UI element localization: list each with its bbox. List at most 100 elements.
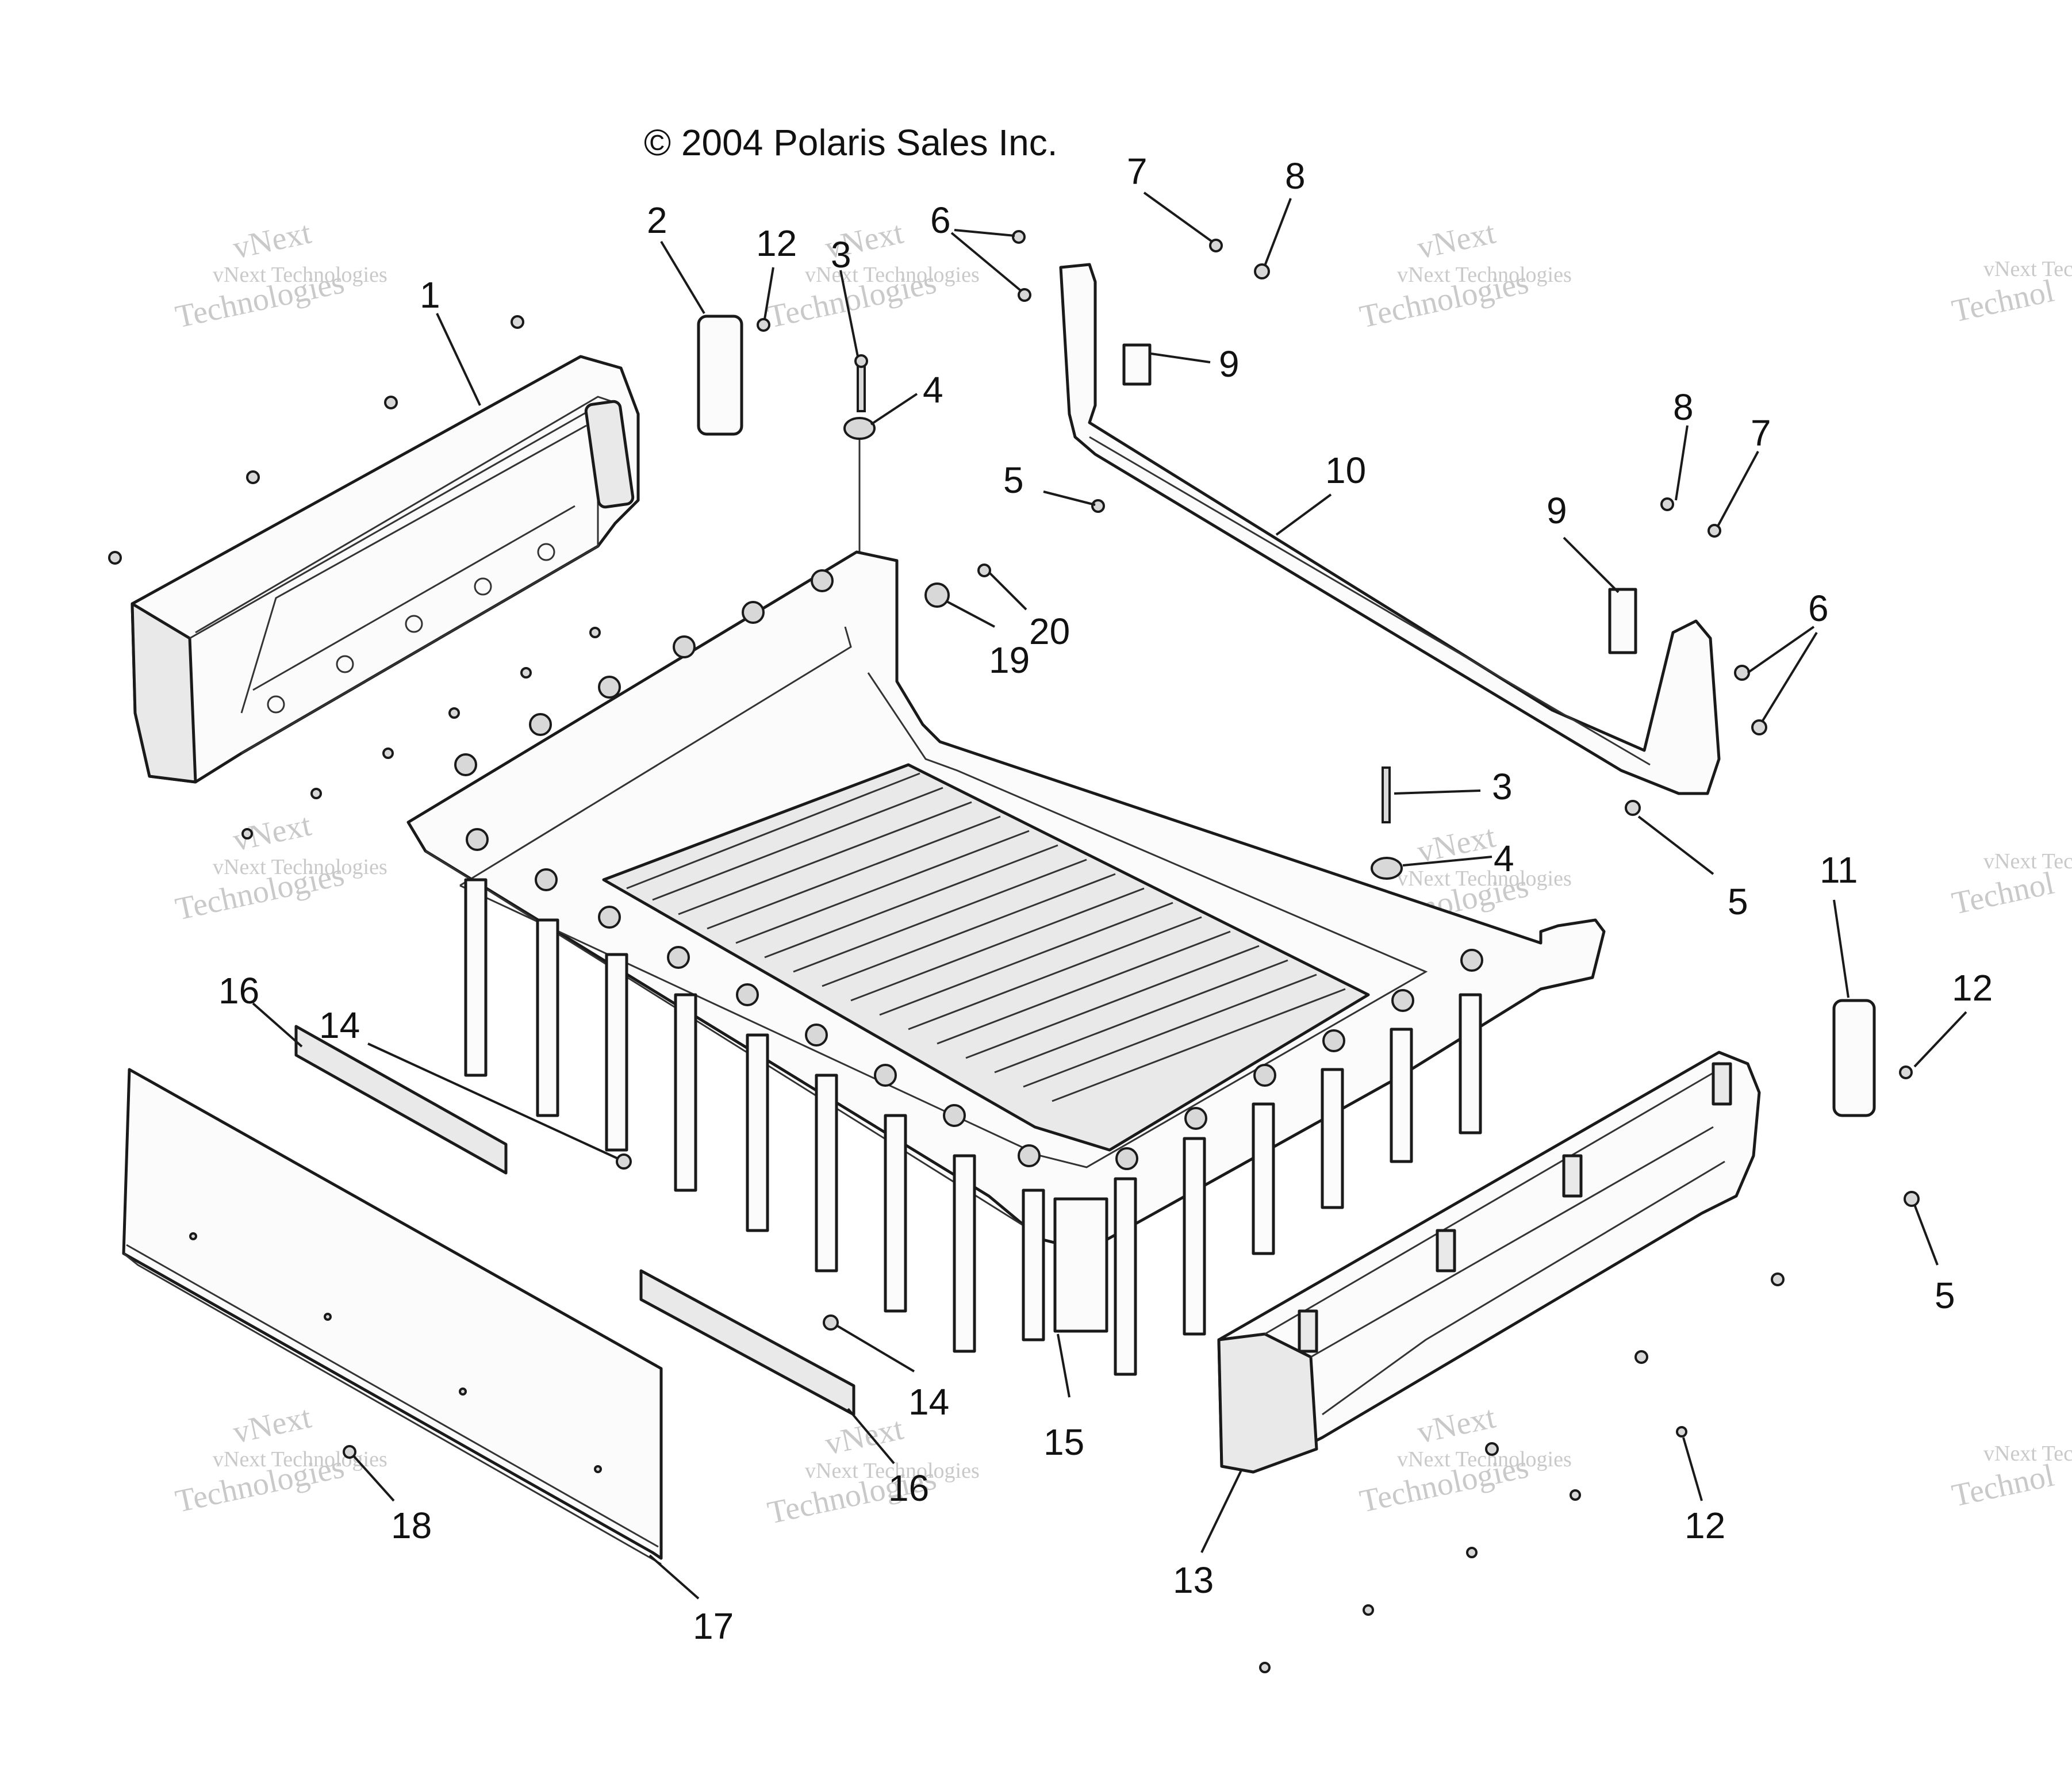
watermark: vNext Technologies vNext Technologies xyxy=(765,215,980,335)
callout-12: 12 xyxy=(756,223,797,264)
part-2-end-cap xyxy=(697,315,743,436)
part-13-right-side-panel xyxy=(1217,1051,1761,1474)
callout-16: 16 xyxy=(888,1467,929,1509)
watermark-text: Technol xyxy=(1949,865,2058,922)
fastener-part-5-right xyxy=(1625,800,1641,816)
part-16-strip-upper xyxy=(294,1025,508,1175)
watermark-text: vNext Technologies xyxy=(213,1447,387,1471)
fastener-part-14-upper xyxy=(616,1153,632,1170)
fastener-part-18 xyxy=(343,1445,356,1459)
watermark: vNext Technologies vNext Technologies xyxy=(172,215,387,335)
callout-1: 1 xyxy=(420,274,440,316)
callout-2: 2 xyxy=(647,200,667,241)
watermark-text: vNext xyxy=(230,1400,314,1451)
watermark-text: vNext Technologies xyxy=(1397,263,1572,287)
part-10-rear-frame xyxy=(1059,263,1721,795)
callout-18: 18 xyxy=(391,1505,432,1546)
callout-19: 19 xyxy=(989,639,1030,681)
callout-15: 15 xyxy=(1043,1421,1084,1463)
copyright-notice: © 2004 Polaris Sales Inc. xyxy=(644,122,1058,163)
part-20-bolt xyxy=(977,564,991,577)
fastener-part-6-top-b xyxy=(1018,288,1031,302)
fastener-part-3-right xyxy=(1382,766,1391,823)
callout-7: 7 xyxy=(1127,151,1148,192)
watermark-text: vNext xyxy=(1414,1400,1499,1451)
watermark: vNext Technologies vNext Technologies xyxy=(1357,215,1572,335)
callout-13: 13 xyxy=(1173,1559,1214,1601)
watermark: vNext Tec Technol xyxy=(1949,849,2072,922)
part-11-end-cap xyxy=(1832,999,1876,1117)
callout-5: 5 xyxy=(1935,1275,1955,1316)
fastener-part-14-lower xyxy=(823,1314,839,1331)
fastener-part-6-right-a xyxy=(1734,665,1750,681)
fastener-part-4-right xyxy=(1371,857,1403,880)
callout-14: 14 xyxy=(908,1381,949,1423)
callout-labels: 1 2 12 3 4 6 7 8 9 5 10 8 7 9 6 20 19 3 … xyxy=(218,151,1993,1647)
fastener-part-4-upper xyxy=(843,417,876,440)
watermark-text: vNext xyxy=(1414,215,1499,266)
box-supports xyxy=(464,878,1482,1376)
callout-5: 5 xyxy=(1003,459,1024,501)
fastener-part-6-top-a xyxy=(1012,230,1026,244)
leader-lines xyxy=(252,191,1967,1600)
watermark-text: vNext xyxy=(822,1411,907,1462)
callout-4: 4 xyxy=(923,369,943,411)
fastener-part-5-lower xyxy=(1904,1191,1920,1207)
rim-pockets xyxy=(454,569,1483,1170)
watermark: vNext Technologies vNext Technologies xyxy=(1357,1400,1572,1520)
fastener-part-8-right xyxy=(1660,497,1674,511)
watermark-text: vNext Technologies xyxy=(805,263,980,287)
callout-5: 5 xyxy=(1728,881,1748,922)
watermark-text: vNext Tec xyxy=(1983,1442,2072,1466)
callout-11: 11 xyxy=(1820,849,1858,891)
watermark-text: vNext Tec xyxy=(1983,257,2072,281)
callout-3: 3 xyxy=(831,234,851,275)
fastener-part-8-top xyxy=(1254,263,1270,279)
callout-10: 10 xyxy=(1325,450,1366,491)
fastener-part-5-top xyxy=(1091,499,1105,513)
watermark-text: Technol xyxy=(1949,1458,2058,1514)
part-9-bracket-right xyxy=(1608,588,1637,654)
fastener-group-left-screws xyxy=(108,315,601,840)
watermark-text: vNext Technologies xyxy=(213,855,387,879)
fastener-part-7-top xyxy=(1209,239,1223,252)
callout-9: 9 xyxy=(1219,343,1240,385)
watermark-text: vNext Technologies xyxy=(1397,1447,1572,1471)
watermark: vNext Technologies vNext Technologies xyxy=(172,807,387,927)
fastener-group-right-screws xyxy=(1259,1272,1785,1673)
callout-6: 6 xyxy=(1808,588,1829,629)
part-19-spacer xyxy=(924,582,950,608)
watermark-text: vNext xyxy=(230,215,314,266)
fastener-part-12-top xyxy=(757,318,770,332)
callout-16: 16 xyxy=(218,970,259,1011)
callout-3: 3 xyxy=(1492,766,1513,807)
part-1-left-side-panel xyxy=(131,355,640,784)
callout-7: 7 xyxy=(1751,412,1771,454)
watermark-text: vNext Technologies xyxy=(213,263,387,287)
fastener-part-6-right-b xyxy=(1751,719,1767,735)
callout-8: 8 xyxy=(1285,155,1306,197)
callout-12: 12 xyxy=(1685,1505,1725,1546)
callout-12: 12 xyxy=(1952,967,1993,1009)
watermark: vNext Tec Technol xyxy=(1949,257,2072,329)
fastener-part-7-right xyxy=(1708,524,1721,538)
callout-14: 14 xyxy=(319,1005,360,1046)
watermark-text: Technol xyxy=(1949,273,2058,329)
watermark: vNext Technologies vNext Technologies xyxy=(765,1411,980,1531)
fastener-part-3-upper xyxy=(854,354,868,412)
watermark: vNext Technologies vNext Technologies xyxy=(172,1400,387,1520)
callout-6: 6 xyxy=(930,200,951,241)
callout-20: 20 xyxy=(1029,611,1070,652)
part-15-cargo-box xyxy=(406,550,1606,1376)
part-17-tailgate xyxy=(122,1068,663,1565)
callout-9: 9 xyxy=(1547,490,1567,531)
watermark-text: vNext Tec xyxy=(1983,849,2072,873)
bed-ribs xyxy=(626,772,1346,1102)
watermark-text: vNext Technologies xyxy=(1397,867,1572,891)
part-16-strip-lower xyxy=(639,1269,855,1416)
callout-8: 8 xyxy=(1673,386,1694,428)
fastener-part-12-right xyxy=(1899,1065,1913,1079)
watermark: vNext Tec Technol xyxy=(1949,1442,2072,1514)
callout-4: 4 xyxy=(1494,838,1514,879)
